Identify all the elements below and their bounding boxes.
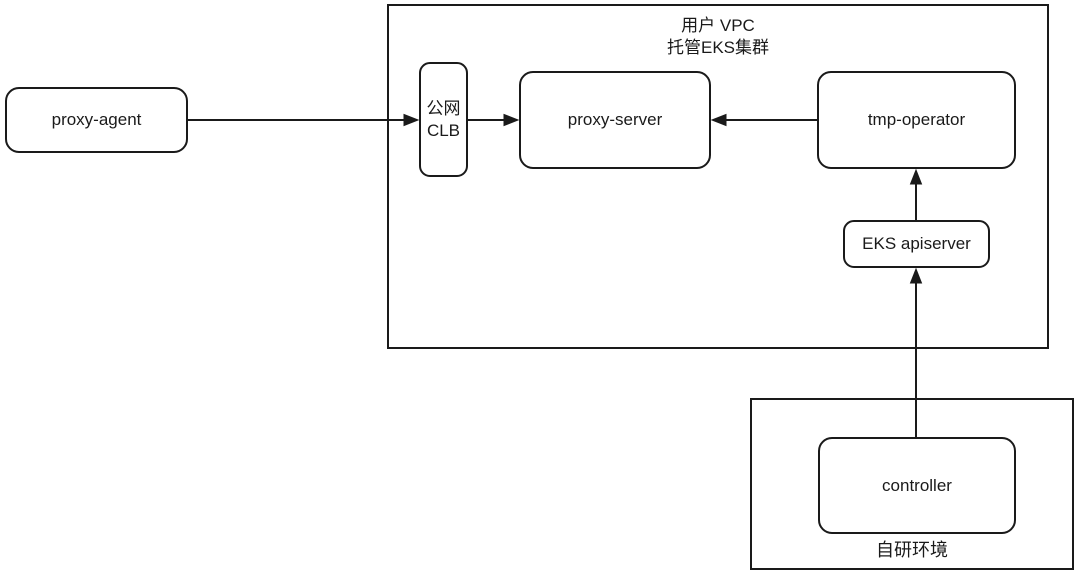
self-dev-container: 自研环境 [750, 398, 1074, 570]
vpc-container-title: 用户 VPC 托管EKS集群 [389, 15, 1047, 59]
vpc-title-line1: 用户 VPC [681, 16, 755, 35]
public-clb-label-line2: CLB [426, 120, 461, 140]
public-clb-label-line1: 公网 [426, 99, 461, 119]
proxy-agent-node: proxy-agent [5, 87, 188, 153]
proxy-server-node: proxy-server [519, 71, 711, 169]
controller-label: controller [882, 475, 952, 495]
eks-apiserver-node: EKS apiserver [843, 220, 990, 268]
eks-apiserver-label: EKS apiserver [862, 234, 971, 254]
vpc-title-line2: 托管EKS集群 [666, 38, 770, 58]
vpc-container: 用户 VPC 托管EKS集群 [387, 4, 1049, 349]
tmp-operator-node: tmp-operator [817, 71, 1016, 169]
proxy-server-label: proxy-server [567, 110, 663, 130]
proxy-agent-label: proxy-agent [51, 110, 142, 130]
arrow-proxy-agent-to-clb [188, 113, 420, 127]
public-clb-node: 公网 CLB [419, 62, 468, 177]
controller-node: controller [818, 437, 1016, 534]
self-dev-container-label: 自研环境 [876, 540, 948, 560]
public-clb-label: 公网 CLB [427, 98, 461, 141]
tmp-operator-label: tmp-operator [867, 110, 966, 130]
